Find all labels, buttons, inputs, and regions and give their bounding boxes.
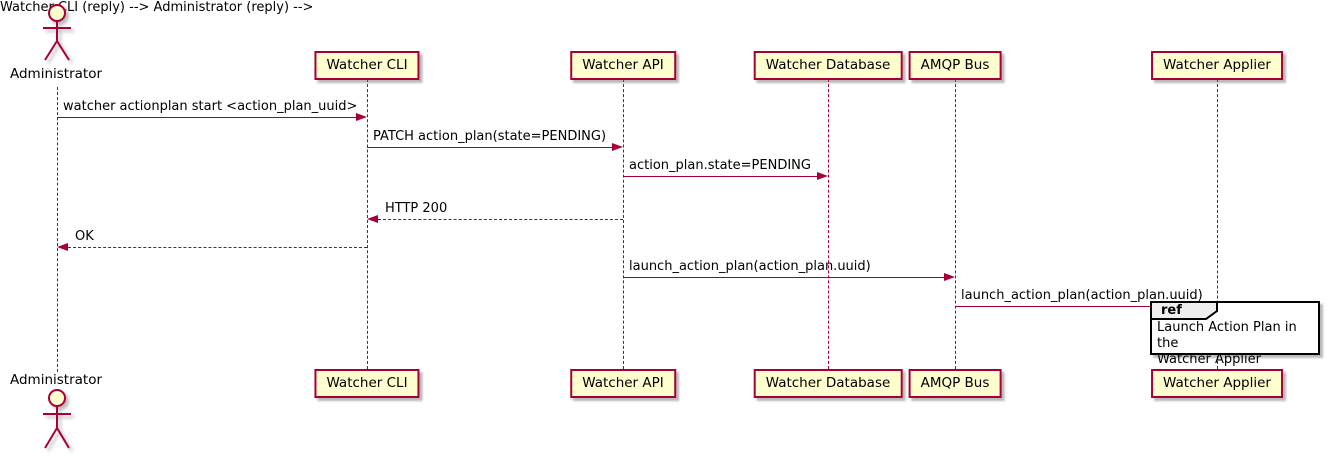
participant-watcher-cli-top: Watcher CLI <box>314 51 420 80</box>
message-line <box>623 277 945 278</box>
ref-header-shape <box>1150 301 1218 320</box>
participant-watcher-cli-bottom: Watcher CLI <box>314 369 420 398</box>
actor-icon <box>43 389 71 449</box>
participant-watcher-database-top: Watcher Database <box>753 51 903 80</box>
lifeline-watcher-cli <box>367 79 368 369</box>
ref-fragment: ref Launch Action Plan in the Watcher Ap… <box>1150 301 1320 367</box>
participant-watcher-api-bottom: Watcher API <box>570 369 676 398</box>
lifeline-watcher-api <box>623 79 624 369</box>
ref-text-line1: Launch Action Plan in the <box>1157 320 1297 351</box>
message-label: PATCH action_plan(state=PENDING) <box>373 129 607 144</box>
message-line <box>623 176 818 177</box>
message-label: watcher actionplan start <action_plan_uu… <box>63 99 358 114</box>
participant-watcher-api-top: Watcher API <box>570 51 676 80</box>
arrow-head-icon <box>612 143 623 151</box>
message-label: OK <box>75 229 94 244</box>
participant-amqp-bus-bottom: AMQP Bus <box>908 369 1002 398</box>
ref-text-line2: Watcher Applier <box>1157 352 1261 367</box>
arrow-head-icon <box>367 215 378 223</box>
message-label: launch_action_plan(action_plan.uuid) <box>629 259 871 274</box>
arrow-head-icon <box>57 243 68 251</box>
message-line <box>57 117 357 118</box>
message-line <box>367 147 613 148</box>
ref-text: Launch Action Plan in the Watcher Applie… <box>1157 320 1315 368</box>
arrow-head-icon <box>944 273 955 281</box>
message-label: launch_action_plan(action_plan.uuid) <box>961 288 1203 303</box>
message-line <box>378 219 623 220</box>
message-label: action_plan.state=PENDING <box>629 158 811 173</box>
arrow-head-icon <box>817 172 828 180</box>
message-line <box>955 306 1207 307</box>
message-label: HTTP 200 <box>385 201 448 216</box>
message-line <box>68 247 367 248</box>
lifeline-amqp-bus <box>955 79 956 369</box>
lifeline-watcher-applier <box>1217 79 1218 369</box>
participant-amqp-bus-top: AMQP Bus <box>908 51 1002 80</box>
ref-keyword: ref <box>1161 303 1182 318</box>
arrow-head-icon <box>356 113 367 121</box>
participant-watcher-applier-top: Watcher Applier <box>1151 51 1283 80</box>
actor-label-top: Administrator <box>9 66 103 82</box>
participant-watcher-database-bottom: Watcher Database <box>753 369 903 398</box>
lifeline-administrator <box>57 87 58 372</box>
participant-watcher-applier-bottom: Watcher Applier <box>1151 369 1283 398</box>
actor-icon <box>43 4 71 61</box>
lifeline-watcher-database <box>828 79 829 369</box>
actor-label-bottom: Administrator <box>9 372 103 388</box>
